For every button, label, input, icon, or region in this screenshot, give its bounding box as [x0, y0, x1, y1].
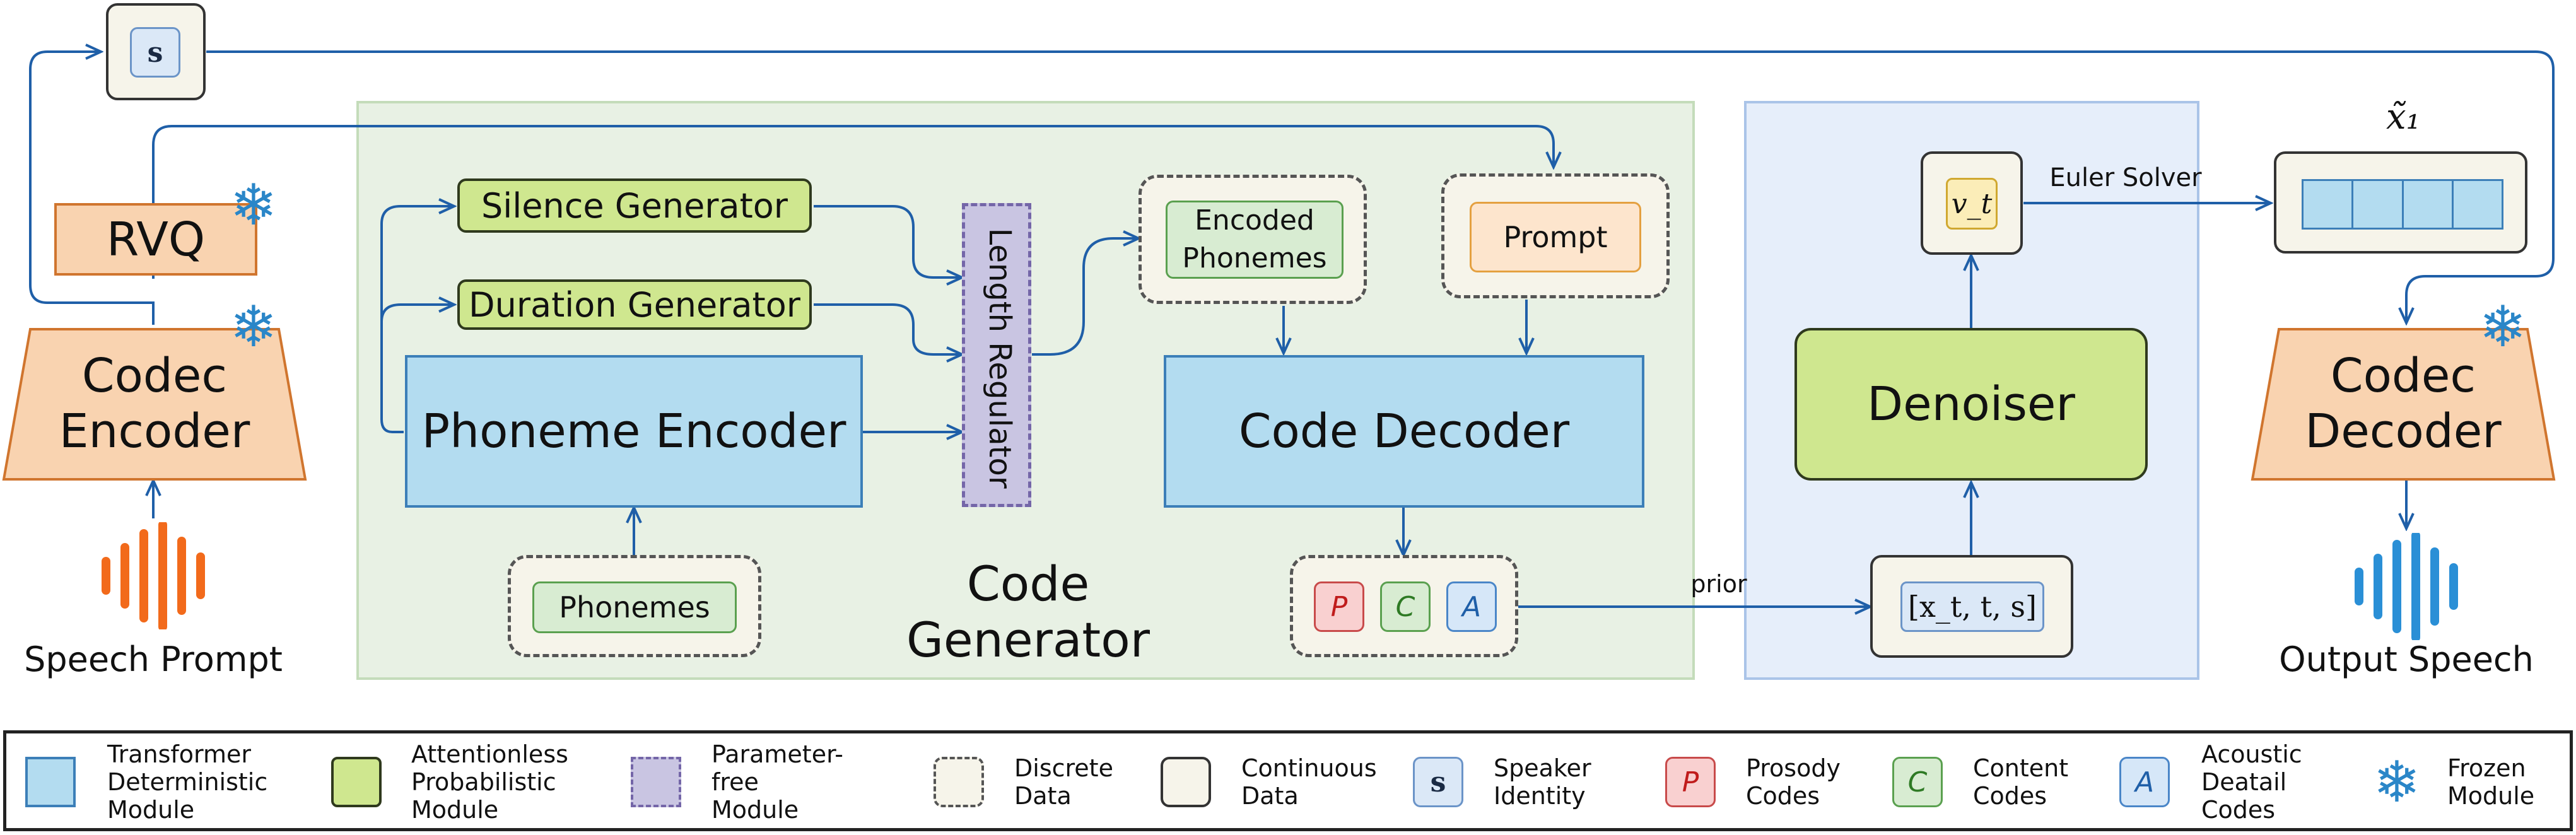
snowflake-icon: ❄ — [230, 172, 278, 238]
codec-decoder-label: Codec Decoder — [2305, 349, 2502, 458]
legend-swatch-parameter-free — [631, 757, 681, 807]
encoded-phonemes-data: Encoded Phonemes — [1139, 175, 1367, 304]
legend-label: Discrete Data — [1014, 754, 1113, 810]
code-generator-label: Code Generator — [906, 556, 1150, 668]
denoiser-input-node: [x_t, t, s] — [1870, 555, 2073, 658]
speech-waveform-icon — [102, 522, 205, 629]
legend-swatch-probabilistic — [331, 757, 382, 807]
codec-encoder-label: Codec Encoder — [59, 349, 250, 458]
legend-label: Acoustic Deatail Codes — [2201, 740, 2302, 824]
legend-label: Content Codes — [1973, 754, 2069, 810]
duration-generator-box: Duration Generator — [457, 279, 812, 330]
legend-swatch-prosody: P — [1665, 757, 1716, 807]
content-code-chip: C — [1380, 581, 1431, 632]
length-regulator-box: Length Regulator — [962, 203, 1031, 507]
velocity-label: v_t — [1946, 178, 1998, 230]
legend-swatch-speaker: s — [1413, 757, 1463, 807]
rvq-box: RVQ — [54, 203, 257, 276]
speaker-identity-node: s — [106, 3, 206, 100]
silence-generator-box: Silence Generator — [457, 178, 812, 233]
legend-label: Transformer Deterministic Module — [107, 740, 268, 824]
snowflake-icon: ❄ — [230, 293, 278, 360]
output-waveform-icon — [2355, 533, 2458, 640]
legend-label: Frozen Module — [2447, 754, 2535, 810]
code-decoder-box: Code Decoder — [1164, 355, 1644, 508]
legend-swatch-acoustic: A — [2119, 757, 2170, 807]
output-speech-label: Output Speech — [2279, 639, 2534, 679]
snowflake-icon: ❄ — [2373, 749, 2421, 815]
speech-prompt-label: Speech Prompt — [24, 639, 283, 679]
legend-label: Continuous Data — [1241, 754, 1377, 810]
codec-decoder-shape — [2251, 328, 2556, 481]
x1-tilde-node — [2274, 151, 2527, 254]
snowflake-icon: ❄ — [2479, 293, 2527, 360]
legend-label: Parameter- free Module — [711, 740, 843, 824]
length-regulator-label: Length Regulator — [982, 228, 1017, 489]
x1-tilde-cells — [2302, 179, 2503, 230]
acoustic-code-chip: A — [1446, 581, 1497, 632]
velocity-node: v_t — [1921, 151, 2023, 255]
euler-solver-label: Euler Solver — [2049, 163, 2202, 192]
legend-swatch-continuous — [1161, 757, 1211, 807]
prompt-label: Prompt — [1470, 202, 1641, 272]
prosody-code-chip: P — [1314, 581, 1364, 632]
legend-label: Speaker Identity — [1494, 754, 1591, 810]
denoiser-box: Denoiser — [1794, 328, 2148, 481]
prior-label: prior — [1690, 570, 1747, 598]
phoneme-encoder-box: Phoneme Encoder — [405, 355, 863, 508]
legend-swatch-content: C — [1892, 757, 1943, 807]
x1-tilde-label: x̃₁ — [2386, 96, 2421, 137]
encoded-phonemes-label: Encoded Phonemes — [1166, 201, 1344, 279]
legend-swatch-discrete — [934, 757, 984, 807]
legend-swatch-transformer — [25, 757, 76, 807]
phonemes-label: Phonemes — [532, 581, 737, 633]
legend-label: Attentionless Probabilistic Module — [411, 740, 568, 824]
legend-label: Prosody Codes — [1746, 754, 1841, 810]
codes-data: P C A — [1290, 555, 1518, 657]
prompt-data: Prompt — [1441, 173, 1670, 298]
speaker-identity-chip: s — [130, 27, 180, 78]
phonemes-data: Phonemes — [508, 555, 761, 657]
codec-encoder-shape — [2, 328, 307, 481]
denoiser-input-label: [x_t, t, s] — [1900, 581, 2044, 632]
